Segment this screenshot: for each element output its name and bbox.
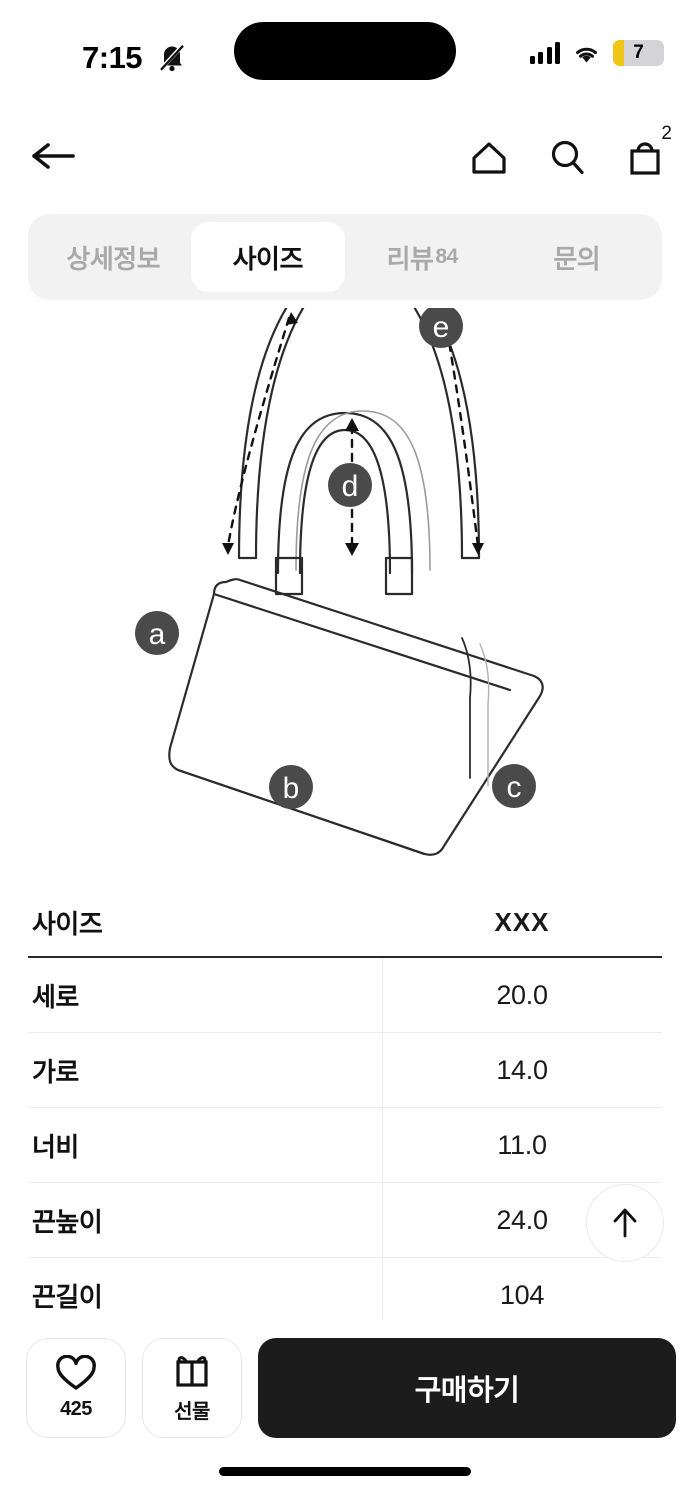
table-row: 가로 14.0 <box>28 1033 662 1108</box>
home-icon[interactable] <box>466 134 512 180</box>
search-icon[interactable] <box>544 134 590 180</box>
row-value: 104 <box>499 1279 545 1310</box>
cellular-signal-icon <box>529 42 560 64</box>
nav-actions: 2 <box>466 124 672 180</box>
marker-b: b <box>269 765 313 809</box>
shopping-bag-button[interactable]: 2 <box>622 124 672 180</box>
gift-button[interactable]: 선물 <box>142 1338 242 1438</box>
table-column-divider <box>382 958 383 1335</box>
like-count: 425 <box>60 1398 92 1420</box>
bag-badge-count: 2 <box>661 123 672 144</box>
tab-detail[interactable]: 상세정보 <box>36 222 191 292</box>
home-indicator <box>219 1467 471 1476</box>
arrow-up-icon <box>613 1208 637 1238</box>
svg-text:c: c <box>507 771 522 804</box>
gift-label: 선물 <box>174 1401 210 1423</box>
wifi-icon <box>576 47 597 62</box>
row-label: 끈높이 <box>32 1206 103 1237</box>
size-diagram: a b c d e <box>0 308 690 868</box>
tab-review-label: 리뷰 <box>386 243 434 274</box>
tab-inquiry[interactable]: 문의 <box>500 222 655 292</box>
table-row: 너비 11.0 <box>28 1108 662 1183</box>
status-time: 7:15 <box>82 40 143 75</box>
row-label: 끈길이 <box>32 1281 103 1312</box>
tab-detail-label: 상세정보 <box>66 243 161 274</box>
heart-icon <box>56 1355 96 1390</box>
row-label: 너비 <box>32 1131 79 1162</box>
row-label: 세로 <box>32 981 79 1012</box>
bell-slash-icon <box>159 43 185 72</box>
status-indicators: 7 <box>529 40 664 66</box>
table-row: 세로 20.0 <box>28 958 662 1033</box>
table-row: 끈높이 24.0 <box>28 1183 662 1258</box>
gift-icon <box>176 1356 208 1387</box>
svg-text:a: a <box>149 618 166 651</box>
back-button[interactable] <box>28 134 78 178</box>
row-value: 11.0 <box>497 1129 547 1160</box>
bottom-action-bar: 425 선물 구매하기 <box>0 1320 690 1500</box>
table-header-label: 사이즈 <box>32 908 103 939</box>
marker-c: c <box>492 764 536 808</box>
shopping-bag-icon <box>630 142 660 175</box>
tab-size-label: 사이즈 <box>232 243 304 274</box>
row-label: 가로 <box>32 1056 79 1087</box>
scroll-to-top-button[interactable] <box>586 1184 664 1262</box>
marker-a: a <box>135 611 179 655</box>
table-header-row: 사이즈 XXX <box>28 888 662 958</box>
size-table: 사이즈 XXX 세로 20.0 가로 14.0 너비 11.0 끈높이 24.0… <box>28 888 662 1335</box>
marker-d: d <box>328 463 372 507</box>
svg-text:d: d <box>342 470 359 503</box>
row-value: 14.0 <box>496 1054 548 1085</box>
status-bar: 7:15 7 <box>0 0 690 112</box>
handbag-measurement-illustration: a b c d e <box>135 308 544 856</box>
purchase-button-label: 구매하기 <box>414 1375 520 1407</box>
svg-text:b: b <box>283 772 300 805</box>
purchase-button[interactable]: 구매하기 <box>258 1338 676 1438</box>
content-tabs: 상세정보 사이즈 리뷰 84 문의 <box>28 214 662 300</box>
battery-indicator: 7 <box>613 40 664 66</box>
battery-percent: 7 <box>633 42 644 63</box>
row-value: 20.0 <box>496 979 548 1010</box>
battery-low-fill <box>613 40 624 66</box>
dynamic-island <box>234 22 456 80</box>
navigation-bar: 2 <box>0 112 690 200</box>
tab-review-count: 84 <box>435 245 458 268</box>
marker-e: e <box>419 308 463 348</box>
like-button[interactable]: 425 <box>26 1338 126 1438</box>
svg-text:e: e <box>433 311 450 344</box>
table-header-value: XXX <box>494 906 550 937</box>
row-value: 24.0 <box>496 1204 548 1235</box>
bottom-actions: 425 선물 구매하기 <box>26 1338 676 1438</box>
tab-size[interactable]: 사이즈 <box>190 222 345 292</box>
table-body: 세로 20.0 가로 14.0 너비 11.0 끈높이 24.0 끈길이 104 <box>28 958 662 1333</box>
tab-inquiry-label: 문의 <box>553 243 601 274</box>
tab-review[interactable]: 리뷰 84 <box>345 222 500 292</box>
